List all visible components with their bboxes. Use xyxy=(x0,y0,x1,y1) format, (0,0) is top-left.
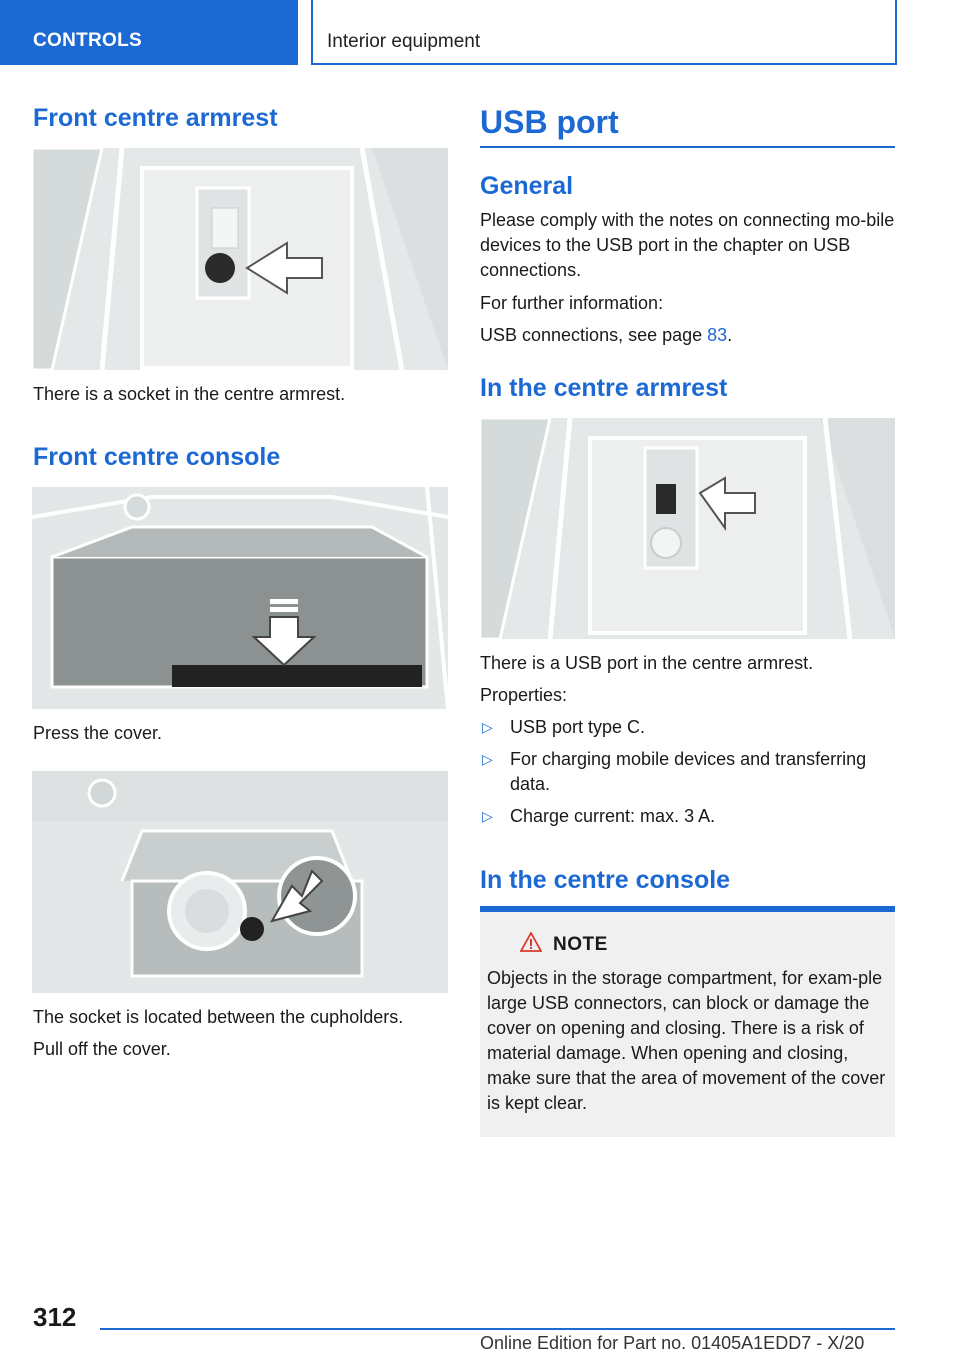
note-text: Objects in the storage compartment, for … xyxy=(487,968,886,1113)
note-bar xyxy=(480,906,895,912)
property-text: Charge current: max. 3 A. xyxy=(510,806,716,826)
properties-label: Properties: xyxy=(480,685,568,705)
cupholder-socket-illustration xyxy=(32,771,448,993)
property-text: For charging mobile devices and transfer… xyxy=(510,749,867,794)
edition-text: Online Edition for Part no. 01405A1EDD7 … xyxy=(480,1333,865,1353)
see-page-prefix: USB connections, see page xyxy=(480,325,708,345)
armrest-socket-illustration xyxy=(32,148,448,370)
triangle-right-icon: ▷ xyxy=(482,751,493,767)
title-rule xyxy=(480,146,895,148)
front-console-heading: Front centre console xyxy=(33,443,281,471)
section-title: CONTROLS xyxy=(33,30,143,51)
centre-console-heading: In the centre console xyxy=(480,866,731,894)
press-cover-text: Press the cover. xyxy=(33,723,163,743)
usb-port-title: USB port xyxy=(480,104,619,140)
note-title: NOTE xyxy=(553,934,608,955)
console-cover-illustration xyxy=(32,487,448,709)
property-item: ▷ Charge current: max. 3 A. xyxy=(482,804,898,829)
further-info-text: For further information: xyxy=(480,293,664,313)
section-tab: CONTROLS xyxy=(0,0,298,65)
footer-rule xyxy=(100,1328,895,1330)
centre-armrest-heading: In the centre armrest xyxy=(480,374,728,402)
see-page-suffix: . xyxy=(727,325,733,345)
cupholder-socket-text: The socket is located between the cuphol… xyxy=(33,1007,404,1027)
usb-armrest-illustration xyxy=(480,418,895,639)
warning-triangle-icon xyxy=(520,932,542,952)
property-item: ▷ USB port type C. xyxy=(482,715,898,740)
property-text: USB port type C. xyxy=(510,717,646,737)
armrest-socket-text: There is a socket in the centre armrest. xyxy=(33,384,346,404)
arrow-icon xyxy=(245,241,323,295)
see-page-text: USB connections, see page 83. xyxy=(480,323,895,348)
page-number: 312 xyxy=(33,1302,77,1332)
page-83-link[interactable]: 83 xyxy=(707,325,728,345)
front-armrest-heading: Front centre armrest xyxy=(33,104,278,132)
general-text: Please comply with the notes on connecti… xyxy=(480,210,895,280)
triangle-right-icon: ▷ xyxy=(482,719,493,735)
general-heading: General xyxy=(480,172,574,200)
property-item: ▷ For charging mobile devices and transf… xyxy=(482,747,898,797)
chapter-tab: Interior equipment xyxy=(311,0,897,65)
pull-cover-text: Pull off the cover. xyxy=(33,1039,171,1059)
chapter-title: Interior equipment xyxy=(327,31,481,52)
triangle-right-icon: ▷ xyxy=(482,808,493,824)
usb-armrest-text: There is a USB port in the centre armres… xyxy=(480,653,814,673)
note-box xyxy=(480,912,895,1137)
